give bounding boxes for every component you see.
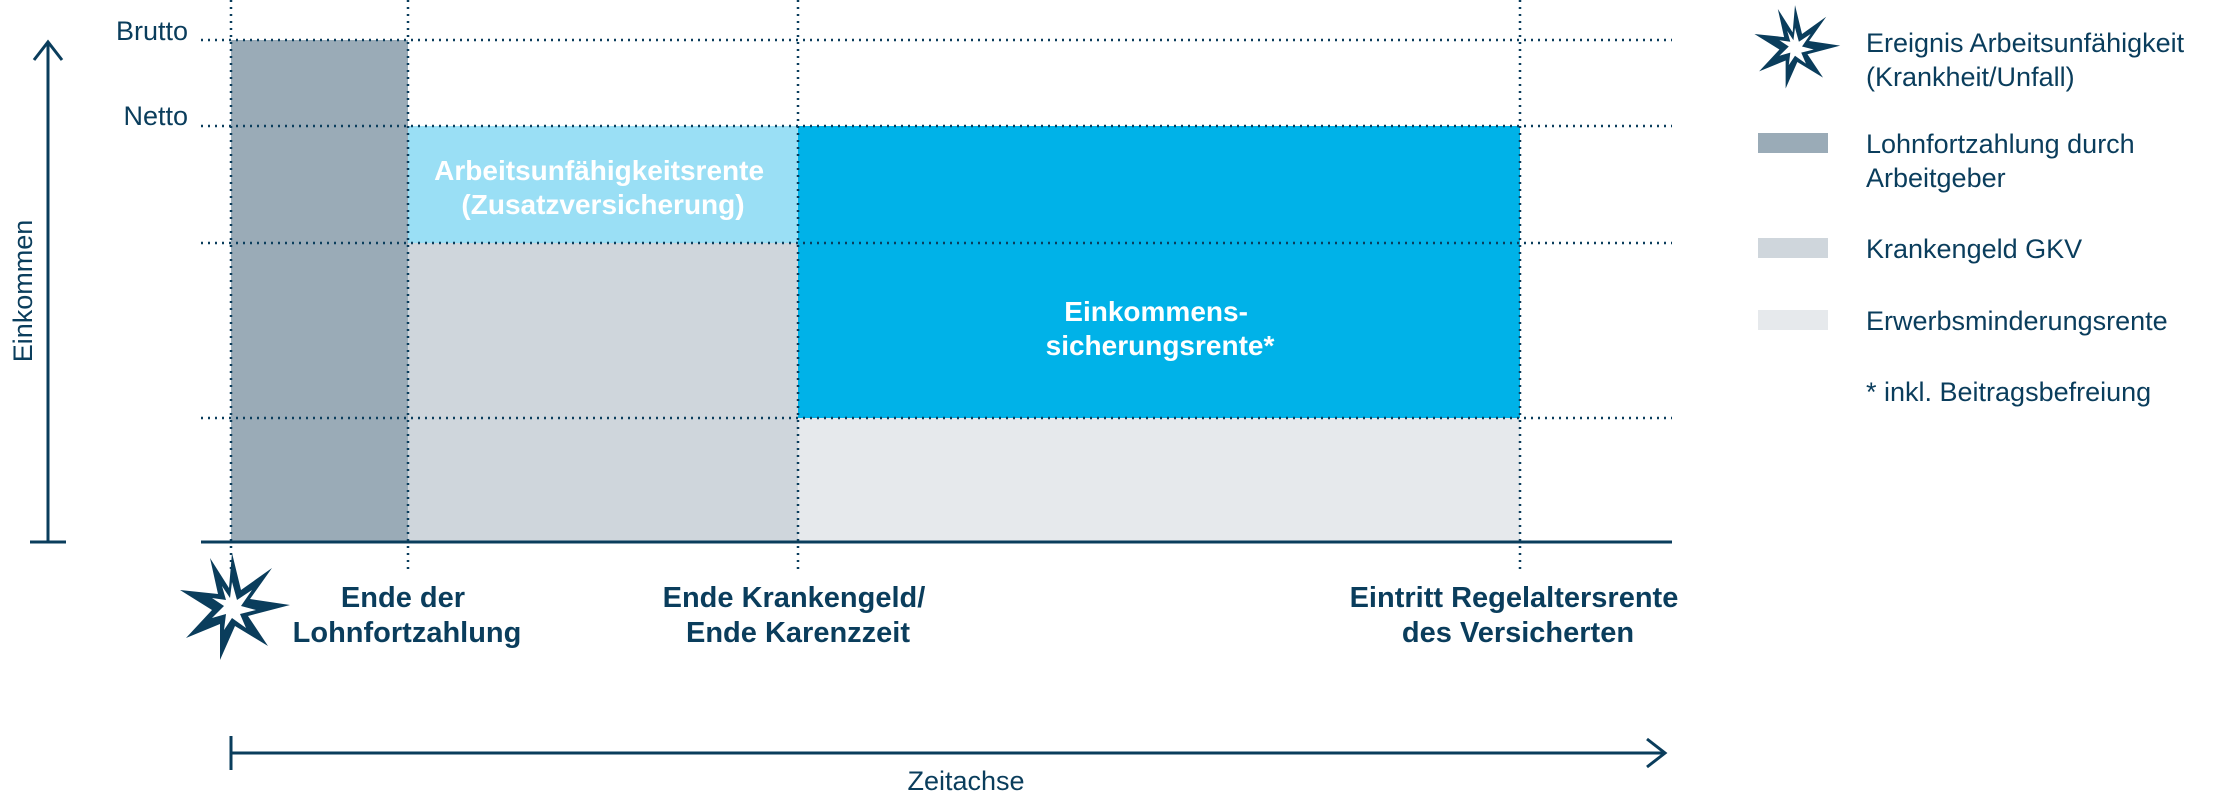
- event-label-lohnfortzahlung: Ende der Lohnfortzahlung: [293, 582, 522, 649]
- krankengeld-bar: [408, 243, 798, 542]
- legend-text-ereignis-line-1: Ereignis Arbeitsunfähigkeit: [1866, 28, 2185, 58]
- legend-text-footnote-line-1: * inkl. Beitragsbefreiung: [1866, 377, 2151, 407]
- legend-swatch-krankengeld: [1758, 238, 1828, 258]
- legend-text-lohnfortzahlung-line-2: Arbeitgeber: [1866, 163, 2006, 193]
- legend-text-krankengeld-line-1: Krankengeld GKV: [1866, 234, 2082, 264]
- event-label-regelaltersrente-line-1: Eintritt Regelaltersrente: [1350, 582, 1679, 614]
- legend-star-burst-icon: [1754, 5, 1841, 89]
- legend-text-lohnfortzahlung: Lohnfortzahlung durch Arbeitgeber: [1866, 129, 2142, 193]
- level-label-brutto: Brutto: [116, 16, 188, 46]
- legend-text-ereignis-line-2: (Krankheit/Unfall): [1866, 62, 2075, 92]
- legend-text-erwerbsminderung: Erwerbsminderungsrente: [1866, 306, 2168, 336]
- lohnfortzahlung-bar: [231, 40, 408, 542]
- event-label-krankengeld-line-2: Ende Karenzzeit: [686, 617, 910, 649]
- legend-swatch-erwerbsminderung: [1758, 310, 1828, 330]
- einkommenssicherung-box: [798, 126, 1520, 418]
- legend-text-ereignis: Ereignis Arbeitsunfähigkeit (Krankheit/U…: [1866, 28, 2192, 92]
- zusatzversicherung-box: [408, 126, 798, 243]
- zusatzversicherung-label: Arbeitsunfähigkeitsrente (Zusatzversiche…: [434, 155, 772, 220]
- event-gridlines: [229, 0, 1522, 572]
- erwerbsminderung-bar: [798, 418, 1520, 542]
- zusatzversicherung-label-line-2: (Zusatzversicherung): [461, 189, 744, 220]
- y-axis-label: Einkommen: [8, 220, 38, 363]
- legend-text-lohnfortzahlung-line-1: Lohnfortzahlung durch: [1866, 129, 2135, 159]
- legend-swatch-lohnfortzahlung: [1758, 133, 1828, 153]
- event-label-krankengeld: Ende Krankengeld/ Ende Karenzzeit: [663, 582, 934, 649]
- x-axis-arrow: [229, 736, 1668, 770]
- event-label-lohnfortzahlung-line-1: Ende der: [341, 582, 465, 614]
- legend-text-erwerbsminderung-line-1: Erwerbsminderungsrente: [1866, 306, 2168, 336]
- einkommenssicherung-label: Einkommens- sicherungsrente*: [1046, 296, 1275, 361]
- einkommenssicherung-label-line-1: Einkommens-: [1064, 296, 1248, 327]
- star-burst-icon: [180, 553, 290, 660]
- zusatzversicherung-label-line-1: Arbeitsunfähigkeitsrente: [434, 155, 764, 186]
- event-label-regelaltersrente: Eintritt Regelaltersrente des Versichert…: [1350, 582, 1687, 649]
- event-label-regelaltersrente-line-2: des Versicherten: [1402, 617, 1634, 649]
- event-label-lohnfortzahlung-line-2: Lohnfortzahlung: [293, 617, 522, 649]
- y-axis-arrow: [30, 39, 66, 544]
- einkommenssicherung-label-line-2: sicherungsrente*: [1046, 330, 1275, 361]
- level-label-netto: Netto: [123, 101, 188, 131]
- event-label-krankengeld-line-1: Ende Krankengeld/: [663, 582, 926, 614]
- level-gridlines: [201, 38, 1672, 420]
- legend-text-krankengeld: Krankengeld GKV: [1866, 234, 2082, 264]
- legend-text-footnote: * inkl. Beitragsbefreiung: [1866, 377, 2151, 407]
- legend: Ereignis Arbeitsunfähigkeit (Krankheit/U…: [1754, 5, 2192, 407]
- x-axis-label: Zeitachse: [907, 766, 1024, 796]
